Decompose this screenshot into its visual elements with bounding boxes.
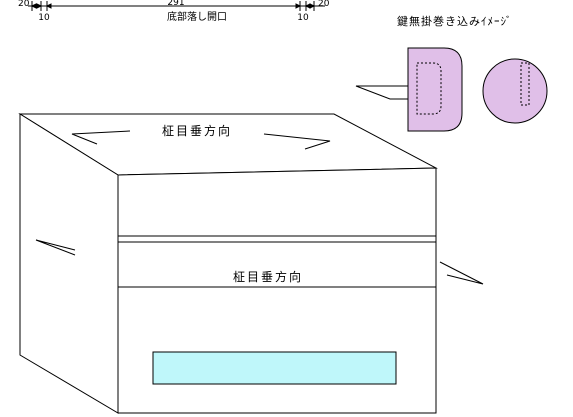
- dimension-arrowhead: [30, 3, 37, 9]
- top-arrow-right: [263, 133, 331, 150]
- dimension-right-inner: 10: [297, 13, 309, 23]
- dimension-center-value: 291: [167, 0, 184, 8]
- key-body: [407, 47, 463, 132]
- dimension-arrowhead: [36, 3, 43, 9]
- key-slot: [520, 62, 530, 106]
- key-front-view: [482, 58, 548, 124]
- side-arrow-left: [35, 239, 76, 256]
- key-tab: [355, 85, 411, 100]
- key-image-title: 鍵無掛巻き込みｲﾒｰｼﾞ: [397, 14, 513, 28]
- front-window: [152, 351, 397, 385]
- dimension-left-inner: 10: [38, 13, 50, 23]
- dimension-left-outer: 20: [18, 0, 30, 9]
- dimension-arrowhead: [45, 3, 52, 9]
- dimension-arrowhead: [304, 3, 311, 9]
- front-grain-label: 柾目垂方向: [233, 269, 303, 284]
- side-arrow-right: [439, 261, 484, 285]
- grain-arrows: [35, 130, 484, 285]
- dimension-arrowhead: [309, 3, 316, 9]
- dimension-arrowhead: [295, 3, 302, 9]
- dimension-center-label: 底部落し開口: [167, 10, 227, 23]
- dimension-row: [28, 1, 325, 11]
- top-arrow-left: [71, 130, 131, 145]
- dimension-right-outer: 20: [318, 0, 330, 9]
- key-disc: [482, 58, 548, 124]
- key-side-view: [355, 47, 463, 132]
- front-panel-lines: [118, 235, 436, 288]
- top-grain-label: 柾目垂方向: [162, 123, 232, 138]
